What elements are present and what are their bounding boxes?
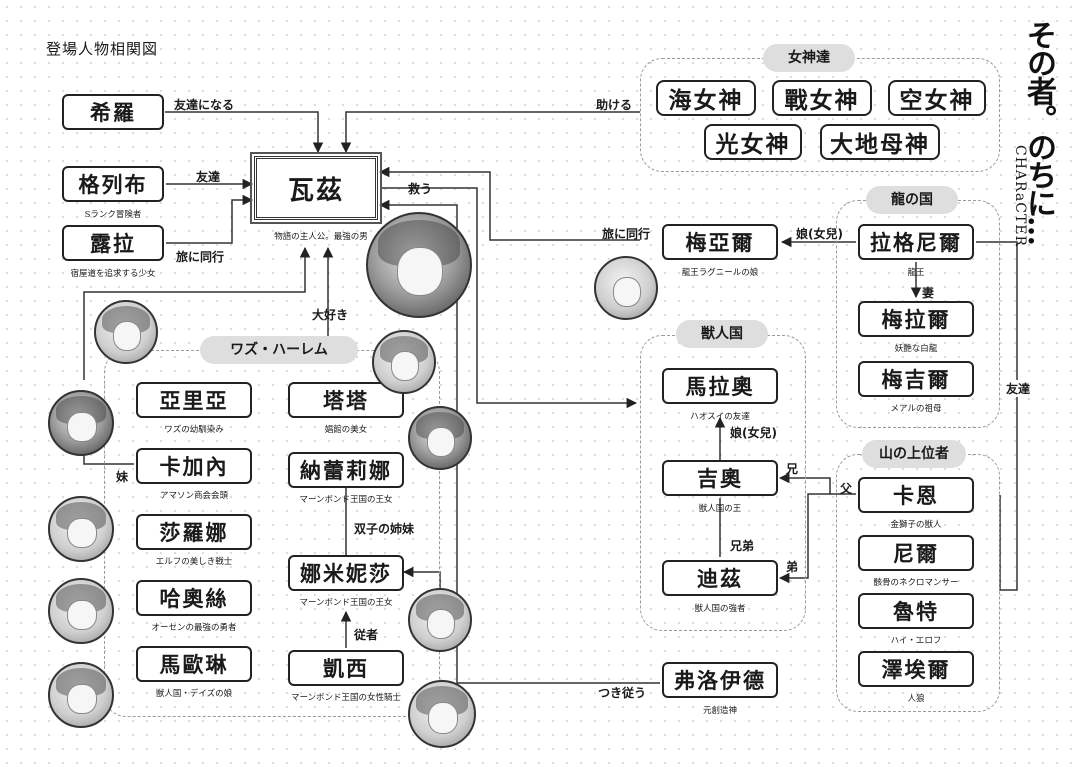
- harem-group-label: ワズ・ハーレム: [200, 336, 358, 364]
- node-merala-sub: 妖艶な白龍: [894, 344, 938, 354]
- node-war-goddess: 戰女神: [772, 80, 872, 116]
- edge-label-sister: 妹: [116, 470, 129, 484]
- portrait-alia: [48, 390, 114, 456]
- portrait-haosi: [48, 578, 114, 644]
- node-kaisi: 凱西: [288, 650, 404, 686]
- node-narina-sub: マーンボンド王国の王女: [299, 495, 393, 505]
- node-diz-sub: 獣人国の強者: [694, 604, 746, 614]
- portrait-meial: [594, 256, 658, 320]
- node-alia-sub: ワズの幼馴染み: [164, 425, 224, 435]
- node-mekiil-sub: メアルの祖母: [890, 404, 942, 414]
- node-nir: 尼爾: [858, 535, 974, 571]
- node-merala: 梅拉爾: [858, 301, 974, 337]
- edge-label-wife: 妻: [922, 286, 935, 300]
- node-waz-sub: 物語の主人公。最強の男: [274, 232, 368, 242]
- portrait-waz: [366, 212, 472, 318]
- portrait-namisa: [408, 588, 472, 652]
- node-galef-sub: Sランク冒険者: [84, 210, 142, 220]
- node-narina: 納蕾莉娜: [288, 452, 404, 488]
- node-meial: 梅亞爾: [662, 224, 778, 260]
- edge-label-travel: 旅に同行: [176, 250, 225, 264]
- edge-label-friends-become: 友達になる: [174, 98, 235, 112]
- node-lagunir-sub: 龍王: [907, 268, 925, 278]
- beast-group-label: 獣人国: [676, 320, 768, 348]
- node-marao-sub: ハオスイの友達: [690, 412, 750, 422]
- node-floyd: 弗洛伊德: [662, 662, 778, 698]
- portrait-harem-top: [94, 300, 158, 364]
- node-earth-goddess: 大地母神: [820, 124, 940, 160]
- node-diz: 迪茲: [662, 560, 778, 596]
- node-kaisi-sub: マーンボンド王国の女性騎士: [290, 693, 402, 703]
- edge-label-follow: つき従う: [598, 686, 647, 700]
- node-meial-sub: 龍王ラグニールの娘: [681, 268, 759, 278]
- portrait-kaisi: [408, 680, 476, 748]
- node-waz: 瓦茲: [250, 152, 382, 224]
- edge-label-daughter2: 娘(女兒): [730, 426, 777, 440]
- node-haosi: 哈奧絲: [136, 580, 252, 616]
- edge-label-help: 助ける: [596, 98, 633, 112]
- edge-label-father: 父: [840, 482, 853, 496]
- node-tata: 塔塔: [288, 382, 404, 418]
- node-salona: 莎羅娜: [136, 514, 252, 550]
- edge-label-daughter: 娘(女兒): [796, 227, 843, 241]
- node-zeer: 澤埃爾: [858, 651, 974, 687]
- edge-label-save: 救う: [408, 182, 433, 196]
- portrait-tata: [372, 330, 436, 394]
- page-title: 登場人物相関図: [46, 40, 159, 58]
- dragon-group-label: 龍の国: [866, 186, 958, 214]
- edge-label-likes: 大好き: [312, 308, 349, 322]
- node-kana: 卡加內: [136, 448, 252, 484]
- edge-label-follower: 従者: [354, 628, 379, 642]
- node-zeer-sub: 人狼: [907, 694, 925, 704]
- node-sea-goddess: 海女神: [656, 80, 756, 116]
- logo-subtitle: CHARaCTER: [1012, 145, 1028, 248]
- node-namisa: 娜米妮莎: [288, 555, 404, 591]
- node-kaen-sub: 金獅子の獣人: [890, 520, 942, 530]
- node-kana-sub: アマソン商会会頭: [159, 491, 228, 501]
- node-alia: 亞里亞: [136, 382, 252, 418]
- series-logo: その者。のちに…: [1021, 20, 1056, 244]
- portrait-salona: [48, 496, 114, 562]
- node-light-goddess: 光女神: [704, 124, 802, 160]
- mountain-group-label: 山の上位者: [862, 440, 966, 468]
- edge-label-brother-small: 弟: [786, 560, 799, 574]
- node-kio-sub: 獣人国の王: [698, 504, 742, 514]
- node-namisa-sub: マーンボンド王国の王女: [299, 598, 393, 608]
- node-kio: 吉奧: [662, 460, 778, 496]
- node-haosi-sub: オーセンの最強の勇者: [151, 623, 237, 633]
- node-nir-sub: 骸骨のネクロマンサー: [873, 578, 959, 588]
- node-lagunir: 拉格尼爾: [858, 224, 974, 260]
- node-kira: 希羅: [62, 94, 164, 130]
- edge-label-twins: 双子の姉妹: [352, 520, 417, 537]
- edge-label-friend: 友達: [196, 170, 221, 184]
- node-salona-sub: エルフの美しき戦士: [155, 557, 233, 567]
- edge-label-travel2: 旅に同行: [602, 227, 651, 241]
- node-marao: 馬拉奧: [662, 368, 778, 404]
- portrait-maolin: [48, 662, 114, 728]
- edge-label-friend2: 友達: [1004, 380, 1033, 397]
- goddess-group-label: 女神達: [763, 44, 855, 72]
- node-sky-goddess: 空女神: [888, 80, 986, 116]
- node-maolin-sub: 獣人国・デイズの娘: [155, 689, 233, 699]
- edge-label-brother-big: 兄: [786, 462, 799, 476]
- portrait-narina: [408, 406, 472, 470]
- node-galef: 格列布: [62, 166, 164, 202]
- node-tata-sub: 娼館の美女: [324, 425, 368, 435]
- edge-label-brothers: 兄弟: [728, 537, 757, 554]
- node-floyd-sub: 元創造神: [702, 706, 737, 716]
- node-lut: 魯特: [858, 593, 974, 629]
- node-mekiil: 梅吉爾: [858, 361, 974, 397]
- node-lut-sub: ハイ・エロフ: [890, 636, 942, 646]
- node-kaen: 卡恩: [858, 477, 974, 513]
- node-rura: 露拉: [62, 225, 164, 261]
- node-rura-sub: 宿屋道を追求する少女: [70, 269, 156, 279]
- node-maolin: 馬歐琳: [136, 646, 252, 682]
